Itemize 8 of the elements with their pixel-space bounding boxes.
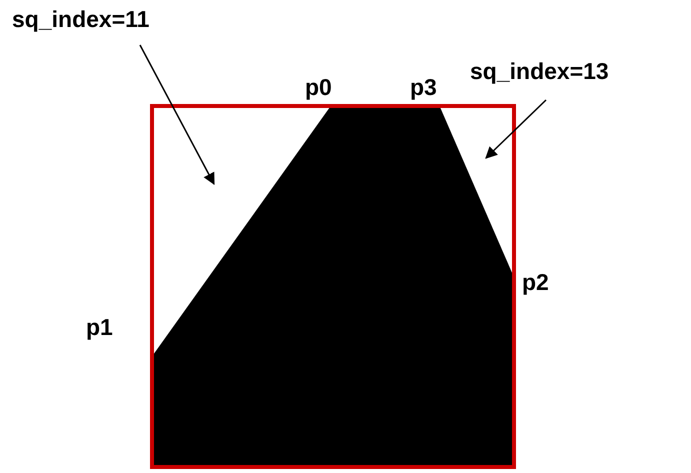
point-label: p3: [410, 74, 437, 100]
leader-arrow: [139, 44, 215, 186]
point-label: p2: [522, 269, 549, 295]
point-label: p0: [305, 74, 332, 100]
callout-label: sq_index=13: [470, 58, 609, 84]
callout-label: sq_index=11: [12, 6, 150, 32]
leader-arrow: [485, 99, 547, 159]
point-label: p1: [86, 314, 113, 340]
